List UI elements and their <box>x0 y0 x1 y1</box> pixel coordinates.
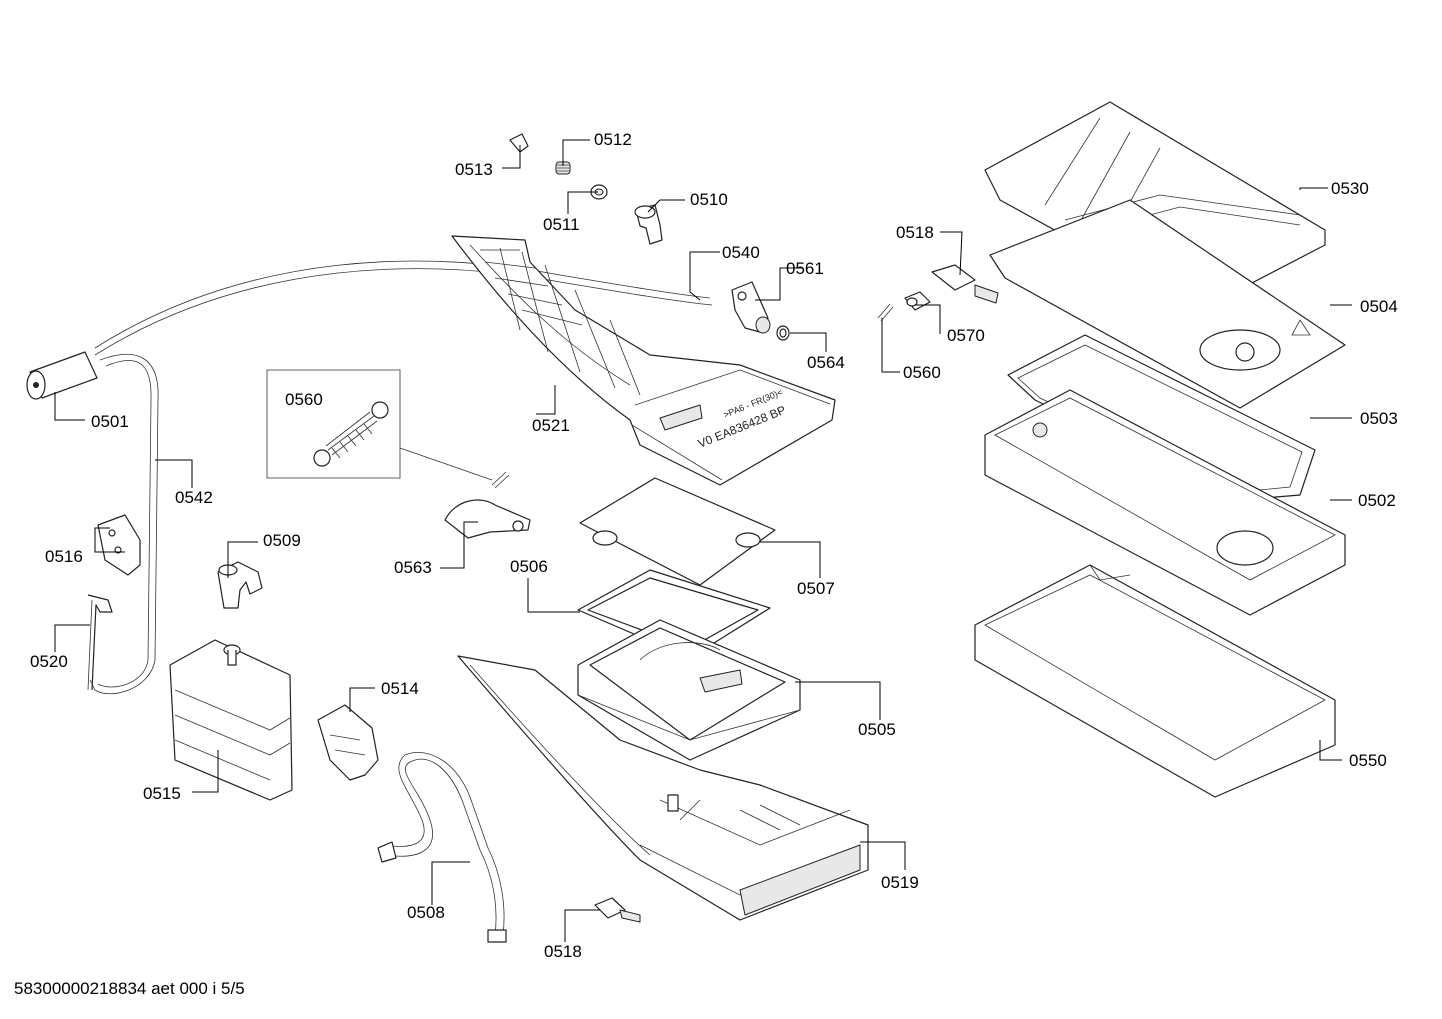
callout-0564: 0564 <box>807 353 845 372</box>
callout-0520: 0520 <box>30 652 68 671</box>
part-0510-elbow <box>634 204 663 245</box>
callout-0542: 0542 <box>175 488 213 507</box>
part-0513-screw <box>509 133 529 162</box>
part-0516-bracket <box>97 514 141 576</box>
callout-0561: 0561 <box>786 259 824 278</box>
callout-labels: 0513 0512 0511 0510 0540 0561 0564 0521 … <box>30 130 1398 961</box>
spring-detail-box <box>266 369 493 481</box>
callout-0563: 0563 <box>394 558 432 577</box>
callout-0540: 0540 <box>722 243 760 262</box>
part-0504-panel <box>989 199 1346 409</box>
leader-lines <box>54 139 1352 942</box>
part-0560-spring-large <box>313 401 389 467</box>
part-0550-base <box>974 564 1336 798</box>
part-0518-switch-top <box>931 264 999 304</box>
part-0560-small-spring-right <box>877 303 894 322</box>
part-0508-hose <box>377 752 507 943</box>
callout-0550: 0550 <box>1349 751 1387 770</box>
callout-0506: 0506 <box>510 557 548 576</box>
callout-0560-right: 0560 <box>903 363 941 382</box>
part-0515-heater <box>169 639 293 801</box>
callout-0505: 0505 <box>858 720 896 739</box>
part-0560-spring-small <box>491 471 510 489</box>
callout-0518-bottom: 0518 <box>544 942 582 961</box>
callout-0521: 0521 <box>532 416 570 435</box>
callout-0502: 0502 <box>1358 491 1396 510</box>
callout-0512: 0512 <box>594 130 632 149</box>
part-0507-lid <box>579 477 776 586</box>
callout-0510: 0510 <box>690 190 728 209</box>
part-0520-pipe <box>87 594 113 691</box>
callout-0515: 0515 <box>143 784 181 803</box>
callout-0511: 0511 <box>543 215 580 234</box>
part-0514-bracket <box>317 704 379 781</box>
callout-0513: 0513 <box>455 160 493 179</box>
part-0563-lever <box>444 499 531 539</box>
callout-0509: 0509 <box>263 531 301 550</box>
callout-0518-top: 0518 <box>896 223 934 242</box>
part-0570-bracket <box>904 291 931 311</box>
part-0518-switch-bottom <box>594 897 641 923</box>
callout-0519: 0519 <box>881 873 919 892</box>
callout-0501: 0501 <box>91 412 129 431</box>
document-id: 58300000218834 aet 000 i 5/5 <box>14 979 245 998</box>
part-0509-elbow <box>217 561 263 609</box>
callout-0504: 0504 <box>1360 297 1398 316</box>
callout-0514: 0514 <box>381 679 419 698</box>
callout-0570: 0570 <box>947 326 985 345</box>
part-0519-tray <box>457 655 869 921</box>
callout-0507: 0507 <box>797 579 835 598</box>
part-0503-seal <box>1007 334 1316 501</box>
callout-0503: 0503 <box>1360 409 1398 428</box>
part-0564-washer <box>776 325 790 341</box>
part-0542-cable <box>89 260 713 694</box>
part-0521-guide <box>451 235 836 486</box>
part-0505-housing <box>577 619 801 761</box>
callout-0530: 0530 <box>1331 179 1369 198</box>
callout-0508: 0508 <box>407 903 445 922</box>
part-0501-connector <box>26 351 98 400</box>
part-0502-tray <box>984 389 1346 616</box>
callout-0516: 0516 <box>45 547 83 566</box>
part-0561-valve <box>731 281 771 334</box>
callout-0560-detail: 0560 <box>285 390 323 409</box>
